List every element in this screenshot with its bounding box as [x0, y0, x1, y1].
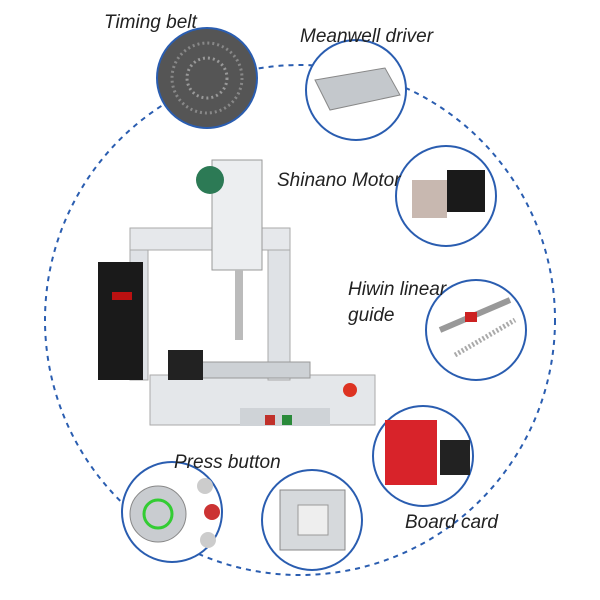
- timing-belt-image: [156, 27, 258, 129]
- label-hiwin-line1: Hiwin linear: [348, 279, 447, 300]
- label-board-card: Board card: [405, 512, 498, 533]
- label-shinano-motor: Shinano Motor: [277, 170, 401, 191]
- press-button-image: [121, 461, 223, 563]
- machine-frame-right: [267, 229, 291, 381]
- feeder: [168, 350, 203, 380]
- meanwell-driver-image: [305, 39, 407, 141]
- shinano-motor-image: [395, 145, 497, 247]
- label-timing-belt: Timing belt: [104, 12, 197, 33]
- frame-part-image: [261, 469, 363, 571]
- board-card-image: [372, 405, 474, 507]
- dashed-connector-arc: [44, 64, 556, 576]
- label-press-button: Press button: [174, 452, 281, 473]
- label-meanwell-driver: Meanwell driver: [300, 26, 434, 47]
- machine-illustration: [98, 159, 376, 426]
- work-table: [199, 361, 311, 379]
- label-hiwin-line2: guide: [348, 305, 395, 326]
- machine-gantry: [129, 227, 291, 251]
- control-box: [98, 262, 143, 380]
- component-circles: [121, 27, 527, 571]
- hiwin-linear-guide-image: [425, 279, 527, 381]
- solder-head: [211, 159, 263, 271]
